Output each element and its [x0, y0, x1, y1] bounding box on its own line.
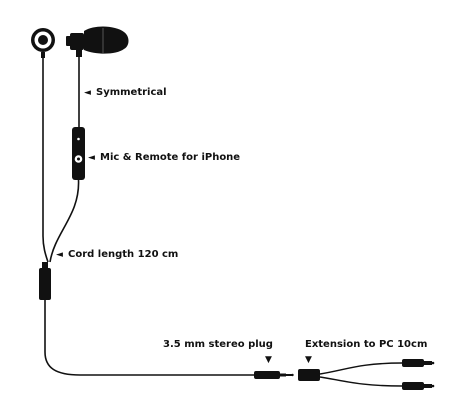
pc-extension [298, 359, 435, 390]
right-cable-lower [49, 179, 80, 263]
left-earbud [31, 28, 55, 58]
extension-pointer: ▼ [305, 355, 312, 365]
extension-label: Extension to PC 10cm [305, 339, 428, 350]
symmetrical-label: Symmetrical [96, 87, 167, 98]
mic-remote [72, 127, 85, 180]
stereo-plug-pointer: ▼ [265, 355, 272, 365]
cord-length-pointer: ◄ [56, 250, 63, 260]
left-cable [42, 57, 49, 263]
right-earbud [66, 26, 129, 57]
mic-remote-pointer: ◄ [88, 153, 95, 163]
stereo-plug-label: 3.5 mm stereo plug [163, 339, 273, 350]
mic-remote-label: Mic & Remote for iPhone [100, 152, 241, 163]
stereo-plug [254, 371, 294, 379]
main-cord [44, 300, 254, 376]
y-splitter [39, 262, 51, 300]
cord-length-label: Cord length 120 cm [68, 249, 179, 260]
symmetrical-pointer: ◄ [84, 88, 91, 98]
